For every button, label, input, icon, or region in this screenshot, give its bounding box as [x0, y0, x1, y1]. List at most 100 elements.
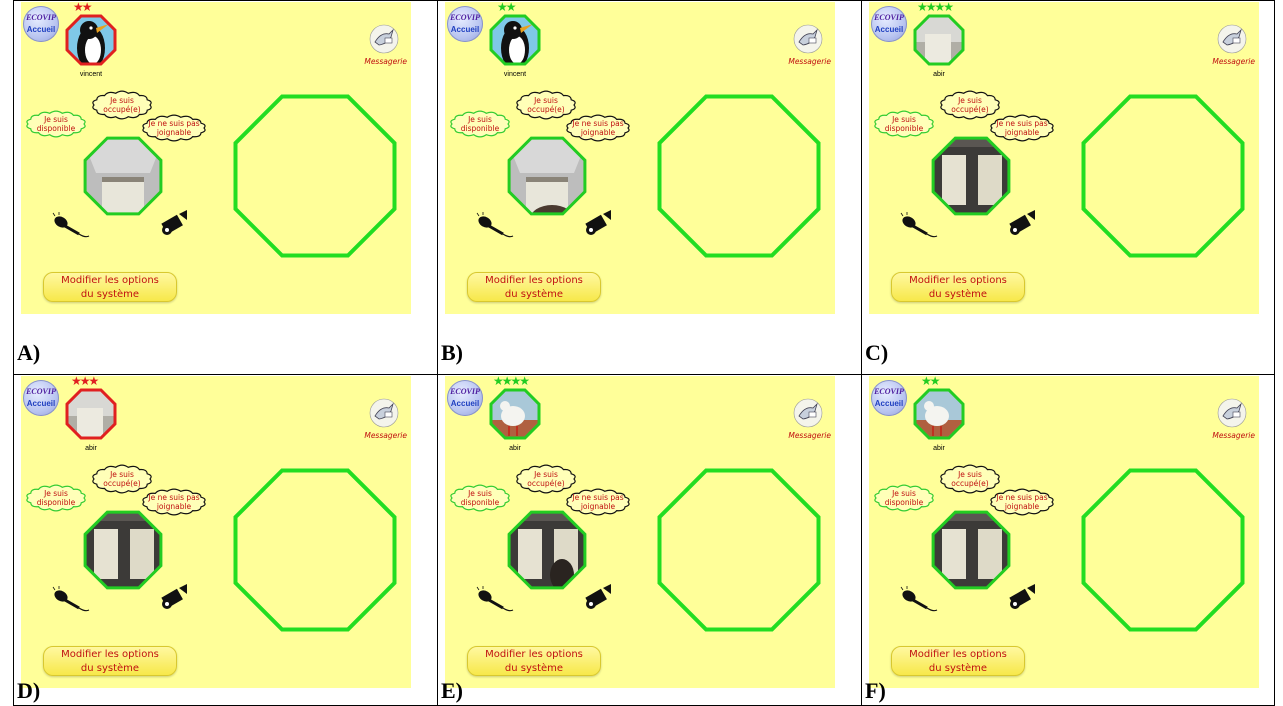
modify-options-line-2: du système [928, 663, 988, 674]
self-camera-preview [931, 136, 1011, 216]
messaging-bird-icon[interactable] [793, 398, 823, 428]
messaging-bird-icon[interactable] [793, 24, 823, 54]
messaging-label[interactable]: Messagerie [1212, 57, 1255, 66]
contact-avatar[interactable] [911, 12, 967, 68]
panel-caption: D) [17, 678, 41, 703]
video-camera-icon[interactable] [1005, 582, 1037, 614]
status-line-2: occupé(e) [103, 479, 141, 488]
messaging-label[interactable]: Messagerie [788, 431, 831, 440]
status-line-1: Je ne suis pas [996, 493, 1048, 502]
messaging-label[interactable]: Messagerie [364, 431, 407, 440]
status-line-1: Je ne suis pas [996, 119, 1048, 128]
self-camera-preview [507, 136, 587, 216]
modify-options-line-1: Modifier les options [61, 649, 159, 660]
panel-caption: E) [441, 678, 463, 703]
status-line-2: joignable [1004, 128, 1040, 137]
video-camera-icon[interactable] [1005, 208, 1037, 240]
panel-caption: F) [865, 678, 886, 703]
ecovip-logo: ECOVIP [450, 387, 480, 396]
video-camera-icon[interactable] [157, 582, 189, 614]
contact-name: abir [933, 71, 945, 78]
status-line-1: Je suis [958, 470, 982, 479]
status-line-1: Je suis [468, 115, 492, 124]
contact-avatar[interactable] [63, 12, 119, 68]
contact-name: vincent [503, 71, 527, 78]
modify-options-line-2: du système [80, 663, 140, 674]
home-label: Accueil [450, 25, 480, 34]
contact-avatar[interactable] [63, 386, 119, 442]
video-camera-icon[interactable] [581, 208, 613, 240]
microphone-icon[interactable] [51, 212, 91, 242]
messaging-bird-icon[interactable] [1217, 24, 1247, 54]
status-line-1: Je ne suis pas [572, 119, 624, 128]
modify-options-line-1: Modifier les options [485, 649, 583, 660]
self-camera-preview [507, 510, 587, 590]
home-label: Accueil [26, 25, 56, 34]
messaging-bird-icon[interactable] [369, 24, 399, 54]
contact-avatar[interactable] [487, 386, 543, 442]
status-line-2: occupé(e) [527, 479, 565, 488]
status-line-1: Je ne suis pas [148, 119, 200, 128]
remote-video-frame [657, 94, 821, 258]
microphone-icon[interactable] [51, 586, 91, 616]
contact-avatar[interactable] [911, 386, 967, 442]
contact-avatar[interactable] [487, 12, 543, 68]
video-camera-icon[interactable] [157, 208, 189, 240]
modify-options-line-2: du système [80, 289, 140, 300]
ecovip-logo: ECOVIP [874, 13, 904, 22]
modify-options-button[interactable]: Modifier les options du système [43, 646, 177, 676]
remote-video-frame [1081, 468, 1245, 632]
self-camera-preview [83, 136, 163, 216]
remote-video-frame [657, 468, 821, 632]
ecovip-logo: ECOVIP [26, 387, 56, 396]
messaging-bird-icon[interactable] [369, 398, 399, 428]
video-camera-icon[interactable] [581, 582, 613, 614]
status-line-2: occupé(e) [527, 105, 565, 114]
messaging-bird-icon[interactable] [1217, 398, 1247, 428]
messaging-label[interactable]: Messagerie [1212, 431, 1255, 440]
panel-caption: A) [17, 340, 41, 365]
status-line-2: disponible [460, 498, 500, 507]
rating-stars: ★★★★ [493, 376, 530, 388]
microphone-icon[interactable] [899, 212, 939, 242]
status-line-1: Je suis [110, 470, 134, 479]
contact-name: abir [933, 445, 945, 452]
messaging-label[interactable]: Messagerie [788, 57, 831, 66]
microphone-icon[interactable] [475, 212, 515, 242]
messaging-label[interactable]: Messagerie [364, 57, 407, 66]
microphone-icon[interactable] [475, 586, 515, 616]
microphone-icon[interactable] [899, 586, 939, 616]
status-line-1: Je suis [110, 96, 134, 105]
